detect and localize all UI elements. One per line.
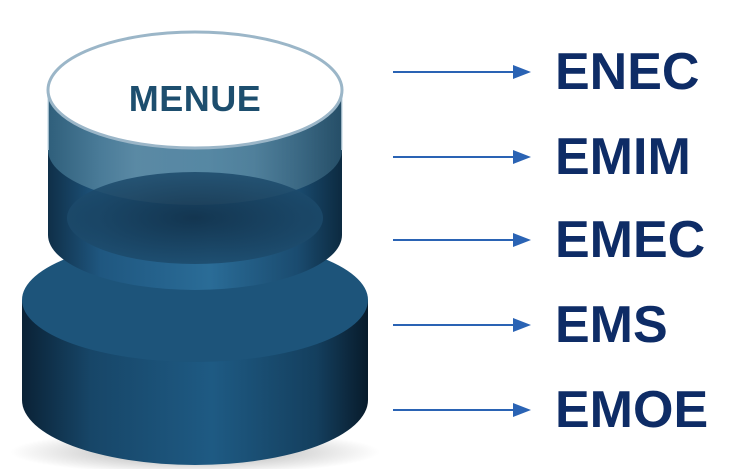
arrow-icon: [393, 150, 531, 164]
item-label-emoe: EMOE: [555, 381, 709, 439]
arrow-icon: [393, 65, 531, 79]
item-label-emec: EMEC: [555, 211, 706, 269]
item-label-ems: EMS: [555, 296, 668, 354]
cap-label: MENUE: [128, 78, 262, 119]
inner-level: [67, 172, 323, 264]
arrow-icon: [393, 233, 531, 247]
item-label-enec: ENEC: [555, 43, 700, 101]
item-label-emim: EMIM: [555, 128, 691, 186]
arrow-icon: [393, 318, 531, 332]
arrow-icon: [393, 403, 531, 417]
